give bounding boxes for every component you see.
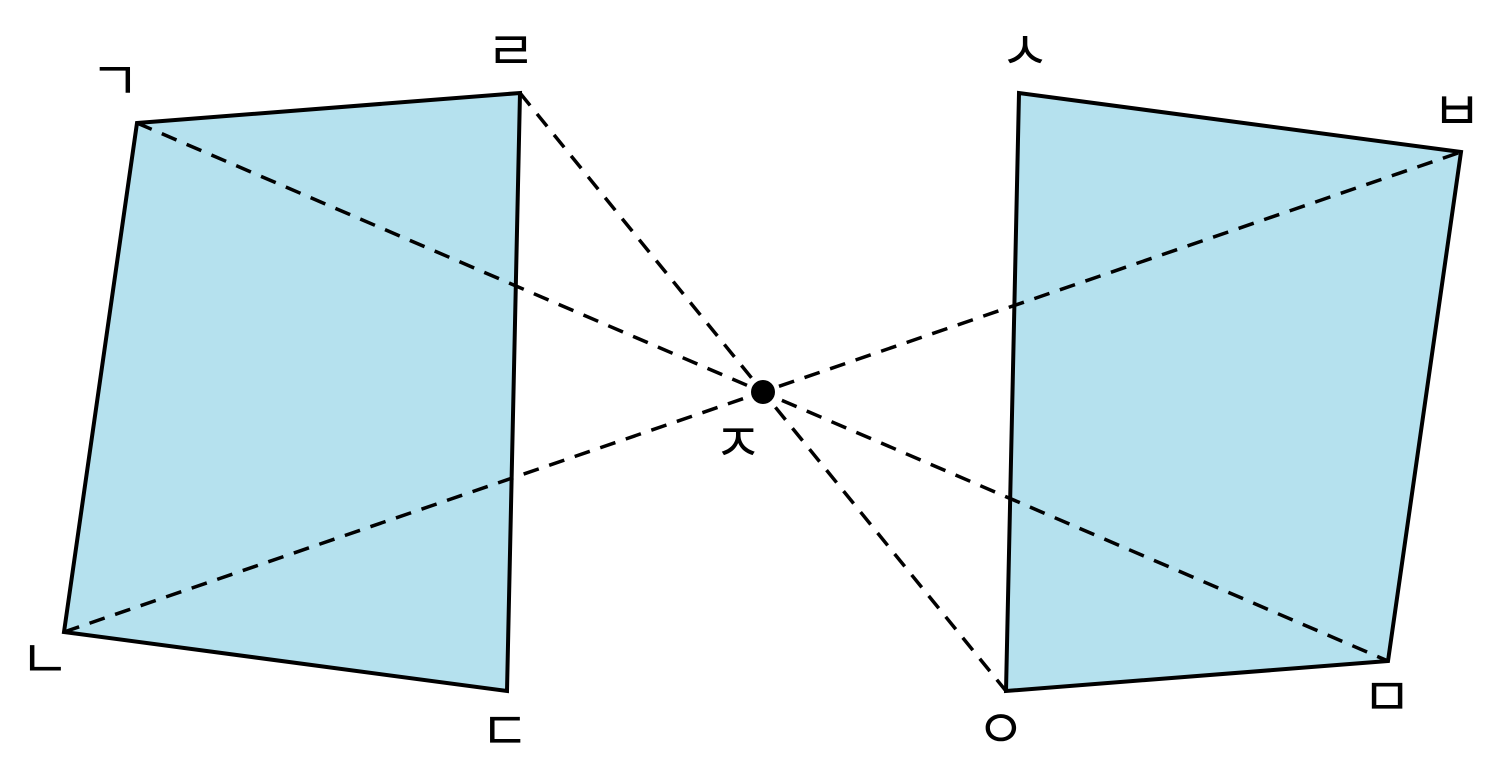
right-quadrilateral — [1003, 90, 1464, 694]
center-point-label: ㅈ — [713, 412, 763, 475]
vertex-label-digeut: ㄷ — [480, 700, 530, 763]
vertex-label-nieun: ㄴ — [20, 628, 70, 691]
vertex-label-ieung: ㅇ — [976, 698, 1026, 761]
vertex-label-siot: ㅅ — [1000, 20, 1050, 83]
left-quadrilateral — [61, 90, 523, 694]
vertex-label-rieul: ㄹ — [486, 20, 536, 83]
center-point — [751, 380, 775, 404]
vertex-label-mieum: ㅁ — [1362, 666, 1412, 729]
vertex-label-bieup: ㅂ — [1432, 80, 1482, 143]
vertex-label-giyeok: ㄱ — [90, 50, 140, 113]
